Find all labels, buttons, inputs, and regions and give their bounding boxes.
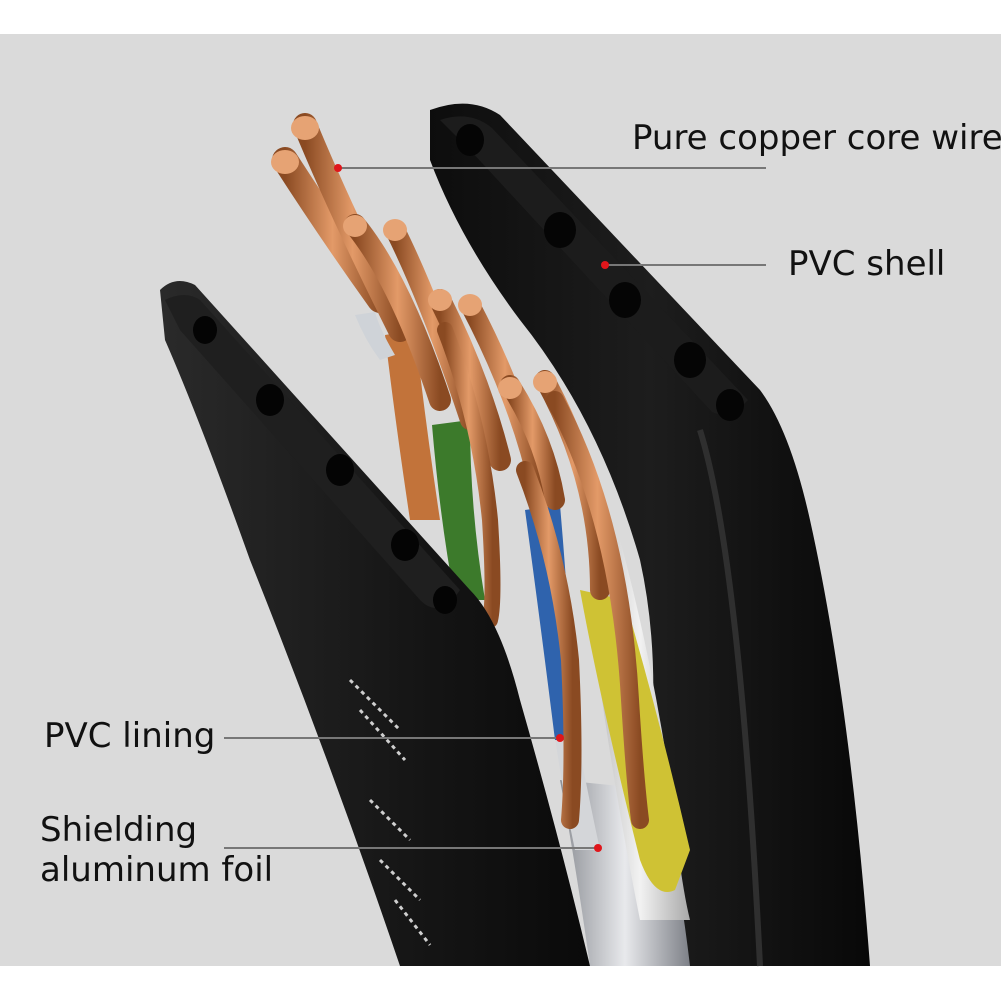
pvc-lining-left: [160, 281, 590, 966]
label-shielding-aluminum-foil: Shielding aluminum foil: [40, 810, 273, 890]
leader-lines: [224, 167, 766, 849]
label-pvc-lining: PVC lining: [44, 716, 216, 756]
green-wire: [432, 420, 485, 600]
callout-dot-foil: [594, 844, 602, 852]
callout-dot-shell: [601, 261, 609, 269]
pvc-shell-right: [430, 103, 870, 967]
callout-dot-copper: [334, 164, 342, 172]
label-pvc-shell: PVC shell: [788, 244, 946, 284]
grey-small-wire: [355, 312, 395, 360]
label-copper-core-wire: Pure copper core wire: [632, 118, 1001, 158]
jacket-print-marks: [348, 678, 432, 946]
copper-strands: [271, 113, 649, 829]
label-shielding-line1: Shielding: [40, 810, 198, 850]
callout-dot-lining: [556, 734, 564, 742]
orange-wire: [385, 330, 440, 520]
callout-dots: [334, 164, 609, 852]
label-shielding-line2: aluminum foil: [40, 850, 274, 890]
